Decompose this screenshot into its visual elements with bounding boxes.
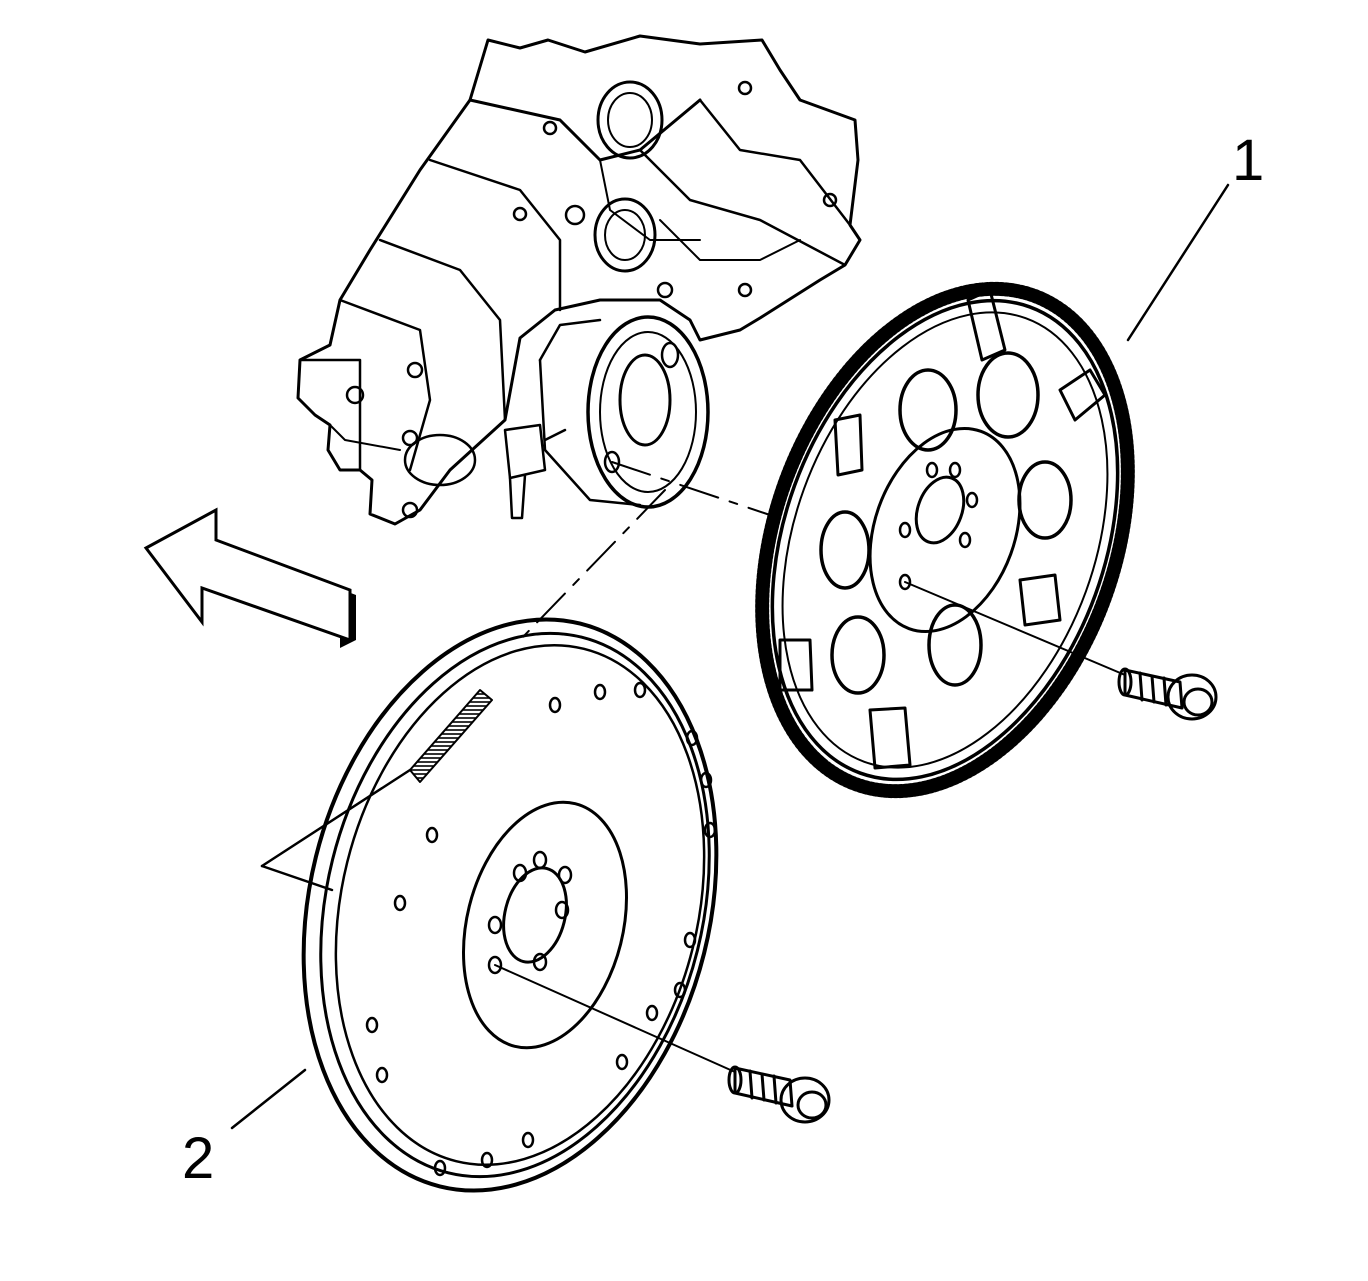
engine-block — [296, 34, 862, 526]
flexplate — [755, 281, 1135, 799]
callout-2: 2 — [182, 1126, 214, 1191]
flexplate-bolt — [1117, 667, 1218, 721]
alignment-centerlines — [494, 461, 1126, 1073]
callout-1: 1 — [1232, 128, 1264, 193]
leader-lines — [230, 183, 1230, 1130]
flywheel-bolt — [727, 1065, 831, 1124]
flywheel — [301, 617, 719, 1193]
arrow-left-icon — [143, 507, 356, 648]
